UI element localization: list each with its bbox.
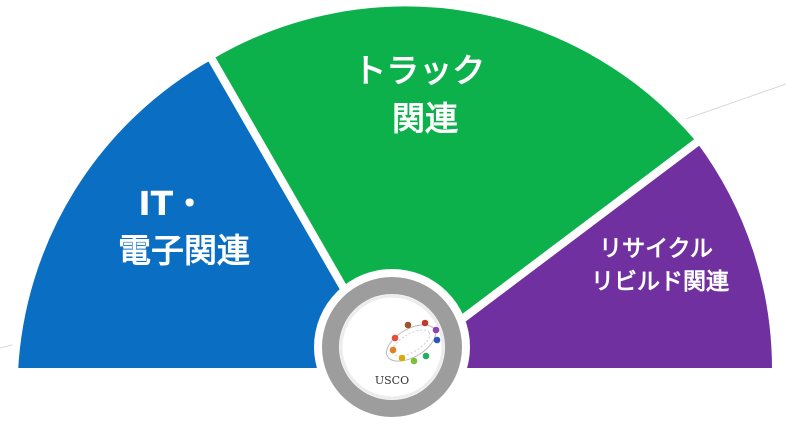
segment-recycle-label-line1: リサイクル xyxy=(599,236,713,262)
segment-truck-label: トラック 関連 xyxy=(353,51,497,138)
segment-truck[interactable] xyxy=(206,0,704,376)
segment-truck-label-line2: 関連 xyxy=(392,99,459,138)
segment-recycle-rebuild[interactable] xyxy=(388,136,781,376)
segment-it-label: IT・ 電子関連 xyxy=(118,184,251,270)
usco-logo-text: USCO xyxy=(375,374,409,387)
segment-recycle-label: リサイクル リビルド関連 xyxy=(591,236,730,295)
segment-it-label-line2: 電子関連 xyxy=(118,231,251,270)
segment-truck-label-line1: トラック xyxy=(353,51,485,90)
segment-recycle-label-line2: リビルド関連 xyxy=(591,269,730,295)
center-hub-shade xyxy=(339,294,445,400)
center-hub[interactable]: USCO xyxy=(314,269,470,424)
usco-logo-icon xyxy=(386,319,441,365)
segment-it-label-line1: IT・ xyxy=(138,184,206,223)
segment-it-electronics[interactable] xyxy=(10,52,396,376)
